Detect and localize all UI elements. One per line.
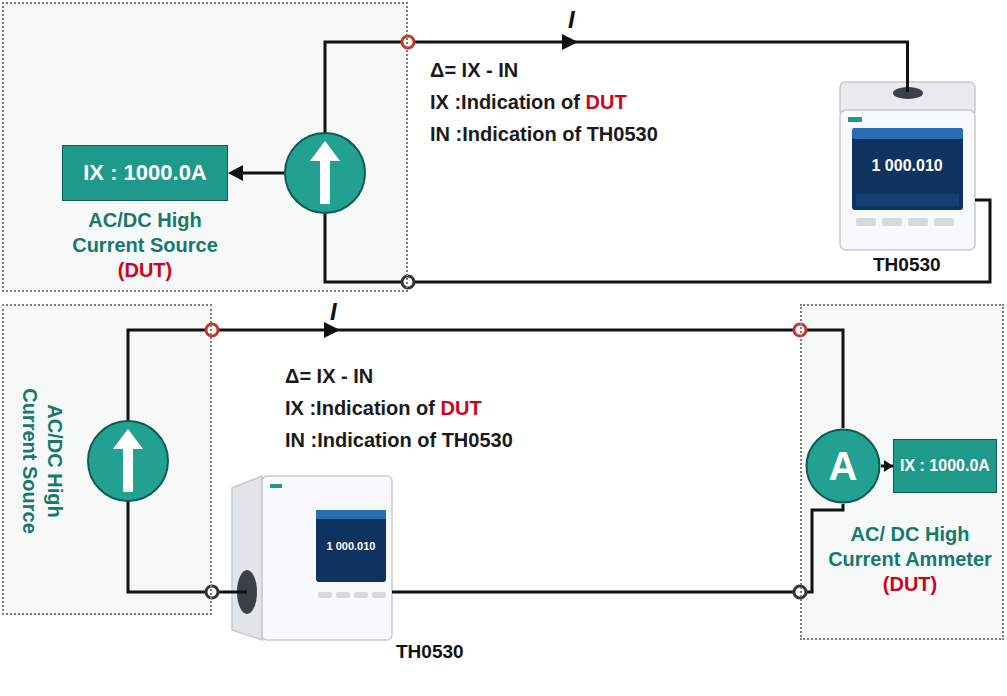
legend-text: IN :Indication of TH0530 — [430, 120, 658, 148]
device-logo — [270, 484, 282, 488]
device-screen — [316, 510, 386, 582]
ammeter-letter: A — [805, 428, 881, 504]
arrow-head — [324, 322, 340, 338]
dut-text: DUT — [586, 88, 627, 116]
text-holder: AC/DC High Current Source(DUT) — [55, 208, 235, 283]
reading-display: IX : 1000.0A — [893, 439, 997, 493]
device-label: TH0530 — [396, 640, 464, 664]
device-front — [840, 110, 975, 250]
device-button — [372, 592, 386, 598]
current-standard-device: TH0530 — [247, 476, 392, 640]
wire — [212, 322, 800, 338]
formula-text: Δ= IX - IN — [430, 56, 518, 84]
panel-label: AC/ DC High Current Ammeter — [820, 522, 1000, 572]
device-logo — [848, 117, 862, 122]
screen-header — [316, 510, 386, 519]
current-label: I — [330, 300, 337, 324]
legend-row: Δ= IX - IN — [430, 56, 518, 84]
text-holder: AC/ DC High Current Ammeter(DUT) — [820, 522, 1000, 597]
screen-holder: 1 000.010 — [327, 540, 376, 553]
device-button — [908, 218, 928, 226]
panel-label: AC/DC High Current Source — [17, 371, 67, 551]
arrow-head — [884, 460, 893, 472]
legend-row: Δ= IX - IN — [285, 362, 373, 390]
legend-text: IX :Indication of — [285, 394, 435, 422]
wire-line — [212, 329, 800, 332]
screen-status-bar — [856, 194, 959, 206]
panel-label: (DUT) — [55, 258, 235, 283]
panel-fill — [2, 304, 212, 615]
panel-label: (DUT) — [820, 572, 1000, 597]
legend-row: IX :Indication ofDUT — [430, 88, 627, 116]
screen-reading: 1 000.010 — [872, 156, 943, 175]
panel-fill — [800, 304, 1004, 640]
current-source-symbol — [285, 133, 365, 213]
device-button — [354, 592, 368, 598]
text-holder: TH0530 — [873, 253, 941, 277]
panel-fill — [2, 2, 408, 292]
device-button — [336, 592, 350, 598]
reading-text: IX : 1000.0A — [900, 456, 990, 476]
legend-text: IN :Indication of TH0530 — [285, 426, 513, 454]
legend-row: IN :Indication of TH0530 — [285, 426, 513, 454]
device-button — [856, 218, 876, 226]
terminal — [402, 36, 414, 48]
text-holder: TH0530 — [396, 640, 464, 664]
source-arrow — [113, 429, 143, 492]
wire — [881, 460, 893, 472]
device-label: TH0530 — [873, 253, 941, 277]
wire — [392, 592, 800, 593]
circuit-panel: AC/DC High Current Source(DUT) IX : 1000.… — [2, 2, 408, 292]
wire-line — [408, 42, 908, 92]
device-button — [882, 218, 902, 226]
screen-header — [852, 128, 963, 139]
device-front — [262, 476, 392, 640]
device-button — [318, 592, 332, 598]
text-holder: AC/DC High Current Source — [17, 371, 67, 551]
indication-arrow — [240, 172, 285, 175]
reading-display: IX : 1000.0A — [62, 145, 228, 201]
terminal — [206, 586, 218, 598]
terminal — [206, 324, 218, 336]
legend-row: IN :Indication of TH0530 — [430, 120, 658, 148]
wire — [408, 34, 908, 92]
arrow-head — [228, 165, 243, 181]
screen-holder: 1 000.010 — [872, 156, 943, 175]
dut-text: DUT — [441, 394, 482, 422]
wire-line — [408, 200, 990, 282]
ammeter-symbol: A — [805, 428, 881, 504]
reading-text: IX : 1000.0A — [73, 160, 217, 186]
arrow-head — [562, 34, 578, 50]
wire-line — [392, 591, 800, 594]
formula-text: Δ= IX - IN — [285, 362, 373, 390]
current-source-symbol — [88, 421, 168, 501]
current-label: I — [568, 8, 575, 32]
circuit-panel: AC/ DC High Current Ammeter(DUT) A IX : 10… — [800, 304, 1004, 640]
terminal — [402, 276, 414, 288]
panel-label: AC/DC High Current Source — [55, 208, 235, 258]
device-screen — [852, 128, 963, 210]
wire — [408, 200, 990, 282]
circuit-panel: AC/DC High Current Source — [2, 304, 212, 615]
screen-reading: 1 000.010 — [327, 540, 376, 553]
legend-row: IX :Indication ofDUT — [285, 394, 482, 422]
legend-text: IX :Indication of — [430, 88, 580, 116]
device-button — [934, 218, 954, 226]
source-arrow — [310, 141, 340, 204]
device-side — [232, 476, 262, 640]
